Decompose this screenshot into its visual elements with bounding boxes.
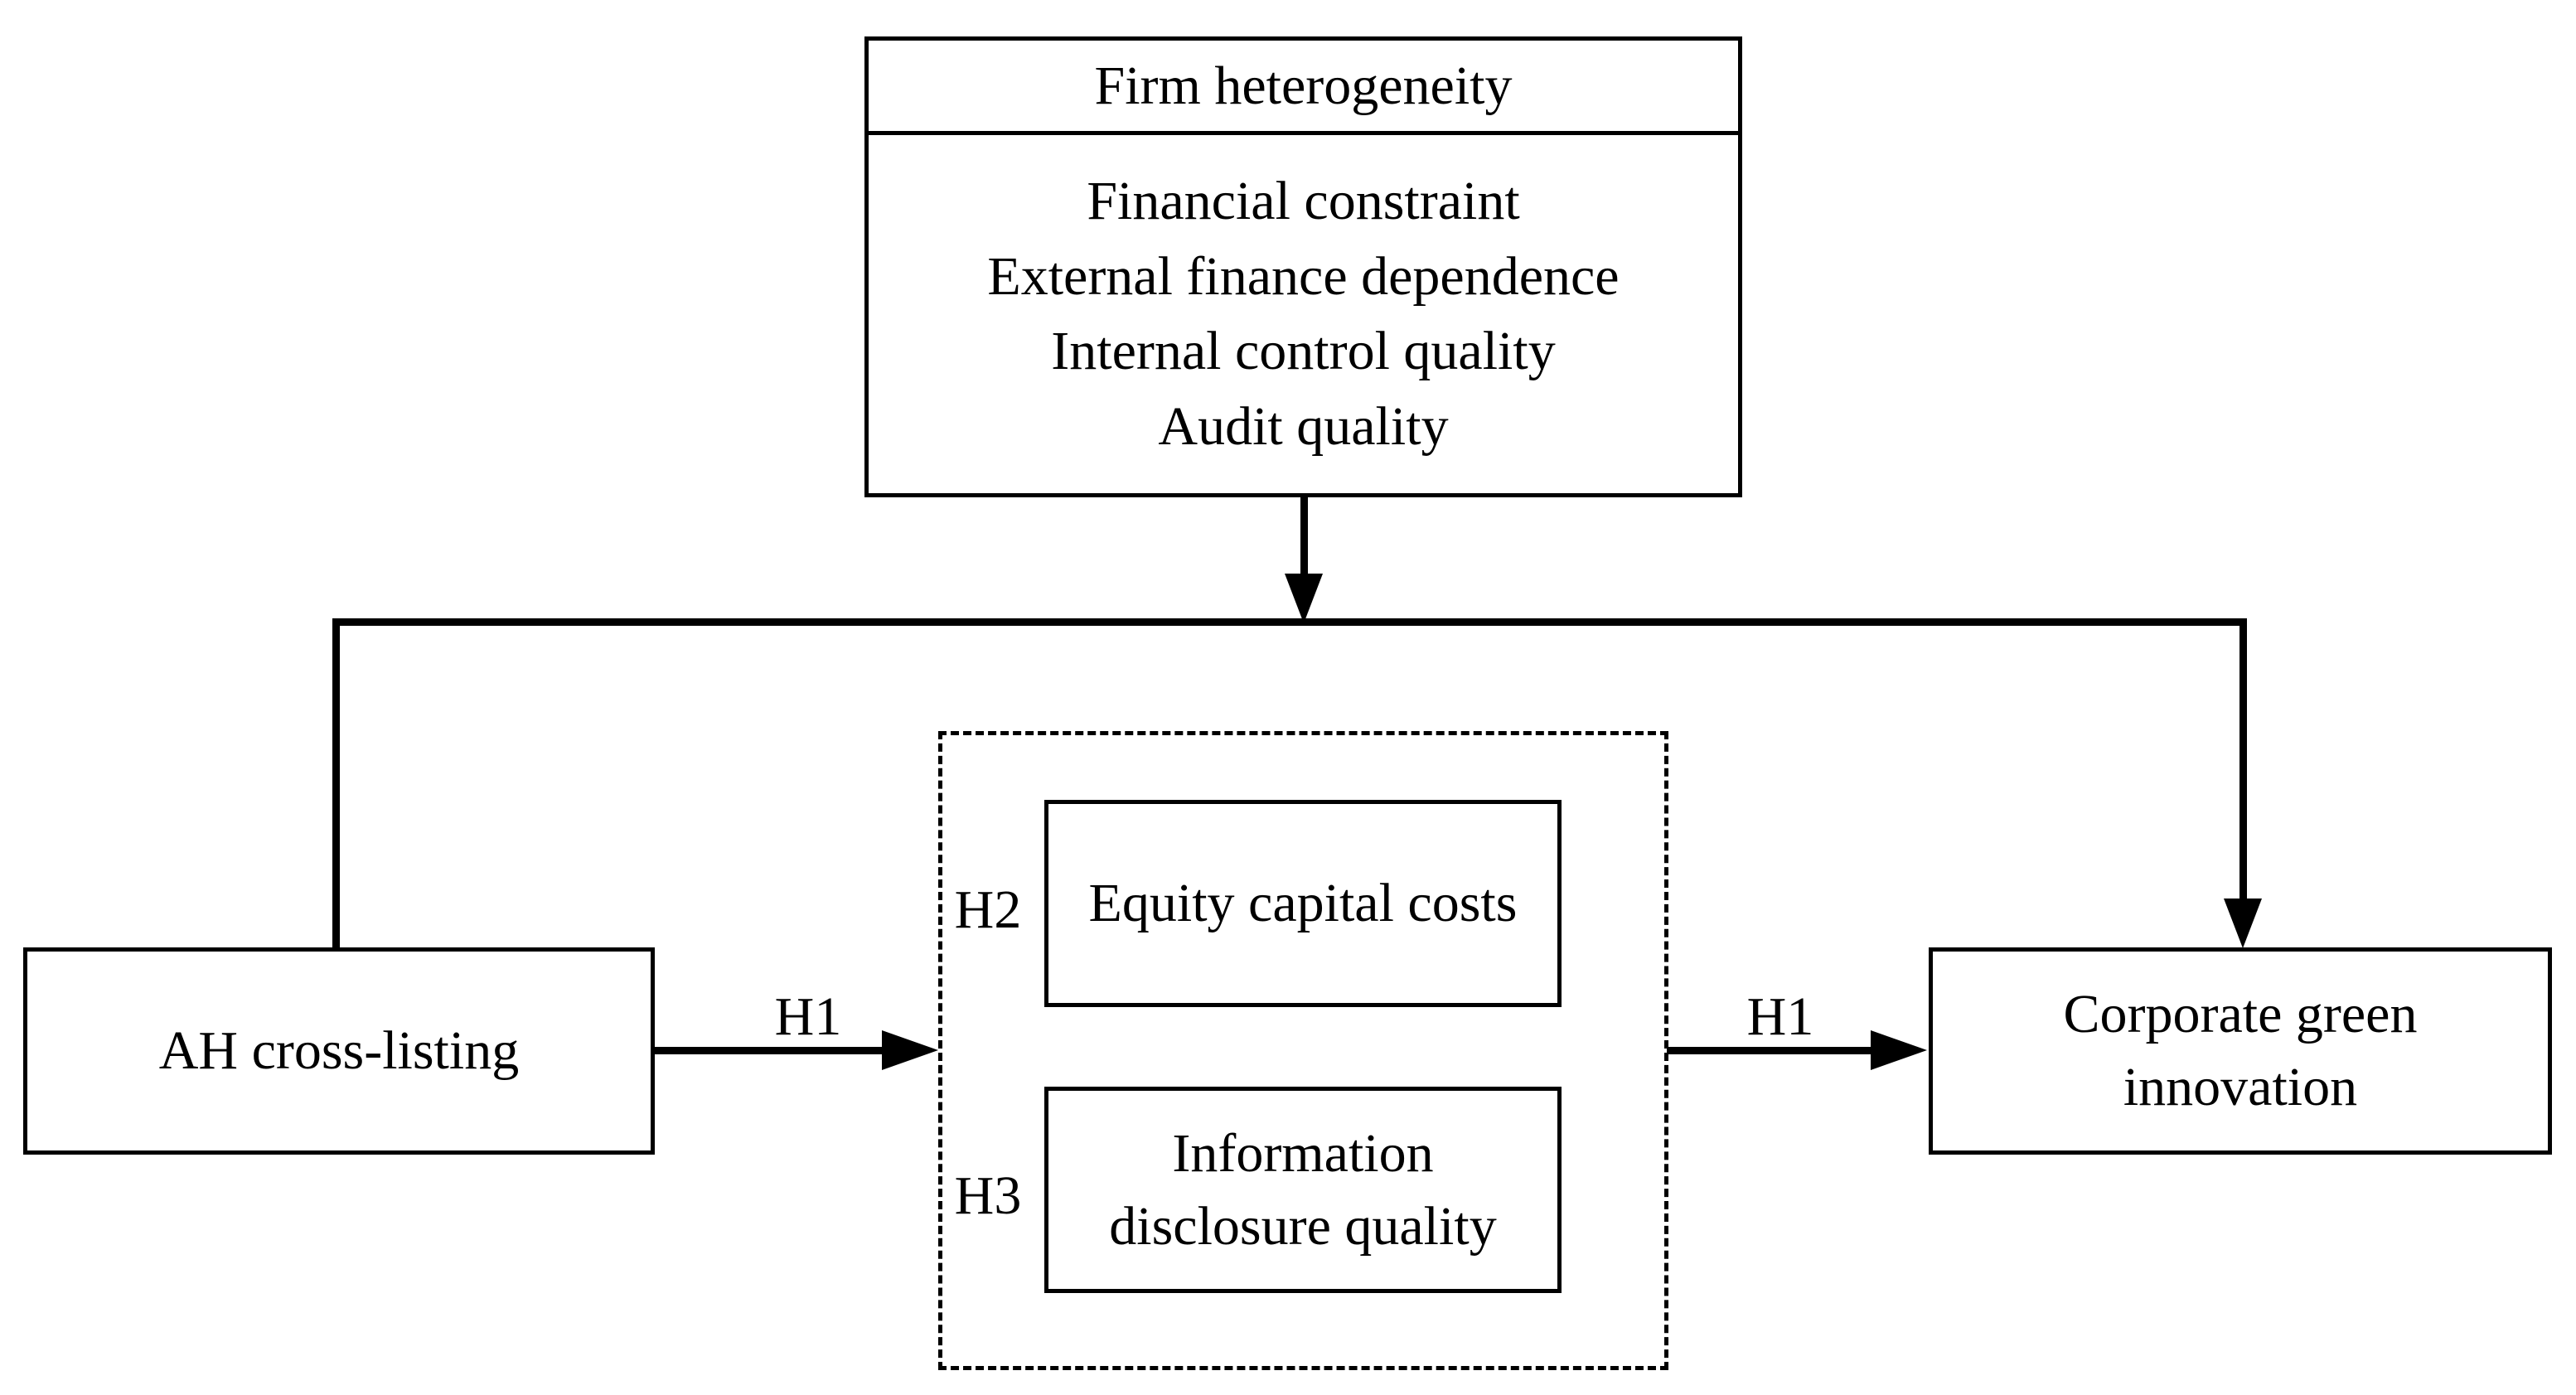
information-disclosure-quality-label: Information disclosure quality: [1109, 1122, 1497, 1257]
equity-capital-costs-label: Equity capital costs: [1088, 873, 1518, 933]
corporate-green-innovation-box: Corporate green innovation: [1929, 947, 2552, 1155]
moderator-item-financial-constraint: Financial constraint: [1087, 171, 1520, 231]
h1-left-label: H1: [774, 986, 842, 1047]
ah-cross-listing-label: AH cross-listing: [158, 1020, 520, 1081]
connector-right-drop-shaft: [2239, 618, 2247, 900]
connector-left-drop-line: [332, 618, 340, 950]
firm-heterogeneity-items: Financial constraint External finance de…: [869, 135, 1738, 493]
h1-right-arrow-shaft: [1667, 1047, 1872, 1054]
h1-right-label: H1: [1746, 986, 1814, 1047]
ah-cross-listing-box: AH cross-listing: [23, 947, 655, 1155]
arrowhead-right-icon: [1871, 1030, 1927, 1070]
moderation-connector-line: [332, 618, 2247, 626]
firm-heterogeneity-box: Firm heterogeneity Financial constraint …: [864, 36, 1742, 497]
moderator-item-external-finance-dependence: External finance dependence: [987, 245, 1620, 307]
arrowhead-down-icon: [1285, 574, 1323, 623]
corporate-green-innovation-label: Corporate green innovation: [2063, 984, 2418, 1117]
h1-left-arrow-shaft: [653, 1047, 884, 1054]
information-disclosure-quality-box: Information disclosure quality: [1044, 1087, 1562, 1293]
arrowhead-right-icon: [882, 1030, 938, 1070]
moderator-item-audit-quality: Audit quality: [1158, 395, 1449, 457]
h3-label: H3: [954, 1165, 1022, 1226]
mediator-dashed-box: [938, 731, 1668, 1370]
h2-label: H2: [954, 879, 1022, 940]
arrowhead-down-icon: [2224, 899, 2262, 948]
moderator-arrow-shaft: [1300, 497, 1308, 576]
equity-capital-costs-box: Equity capital costs: [1044, 800, 1562, 1007]
moderator-item-internal-control-quality: Internal control quality: [1051, 321, 1556, 382]
firm-heterogeneity-title: Firm heterogeneity: [869, 41, 1738, 135]
